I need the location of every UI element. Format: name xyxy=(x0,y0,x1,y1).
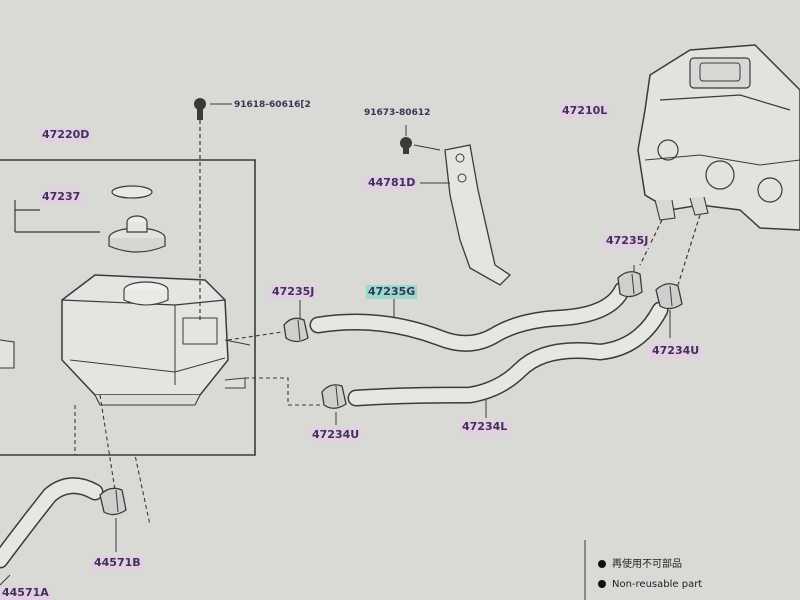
clip-bottom-left xyxy=(99,487,127,516)
label-bolt-mid: 91673-80612 xyxy=(364,108,431,118)
label-hose-lower: 47234L xyxy=(460,420,510,434)
clip-upper-left xyxy=(283,317,309,343)
group-frame xyxy=(0,159,256,456)
label-bolt-left: 91618-60616[2 xyxy=(234,100,311,110)
clip-upper-right xyxy=(617,271,643,298)
bolt-mid xyxy=(400,137,412,154)
clip-lower-left xyxy=(321,384,347,409)
bottom-left-hose xyxy=(0,478,102,567)
label-cap: 47237 xyxy=(40,190,83,204)
label-hose-upper: 47235G xyxy=(366,285,418,299)
label-reservoir-assembly: 47220D xyxy=(40,128,92,142)
label-clip-right-top: 47235J xyxy=(604,234,651,248)
clip-lower-right xyxy=(655,283,683,310)
master-cylinder xyxy=(637,44,800,231)
upper-hose xyxy=(311,283,629,351)
reservoir-tank xyxy=(61,274,251,406)
legend-item-1: 再使用不可部品 xyxy=(598,558,682,571)
legend-item-2: Non-reusable part xyxy=(598,578,702,591)
ring-part xyxy=(111,185,153,199)
label-clip-left-top: 47235J xyxy=(270,285,317,299)
label-bracket: 44781D xyxy=(366,176,418,190)
label-master-cylinder: 47210L xyxy=(560,104,610,118)
label-clip-left-bottom: 47234U xyxy=(310,428,362,442)
bracket-part xyxy=(444,144,512,286)
label-clip-right-bottom: 47234U xyxy=(650,344,702,358)
reservoir-cap xyxy=(108,215,166,253)
bolt-left xyxy=(194,98,206,120)
leader-mc-left xyxy=(639,219,663,266)
edge-tab xyxy=(0,339,15,369)
non-reusable-dot-icon xyxy=(598,580,606,588)
lower-hose xyxy=(349,303,667,405)
leader-mc-right xyxy=(677,214,701,286)
label-hose-bottom-left: 44571A xyxy=(0,586,51,600)
label-clip-bottom-left: 44571B xyxy=(92,556,143,570)
cap-bracket xyxy=(14,200,100,233)
non-reusable-dot-icon xyxy=(598,560,606,568)
